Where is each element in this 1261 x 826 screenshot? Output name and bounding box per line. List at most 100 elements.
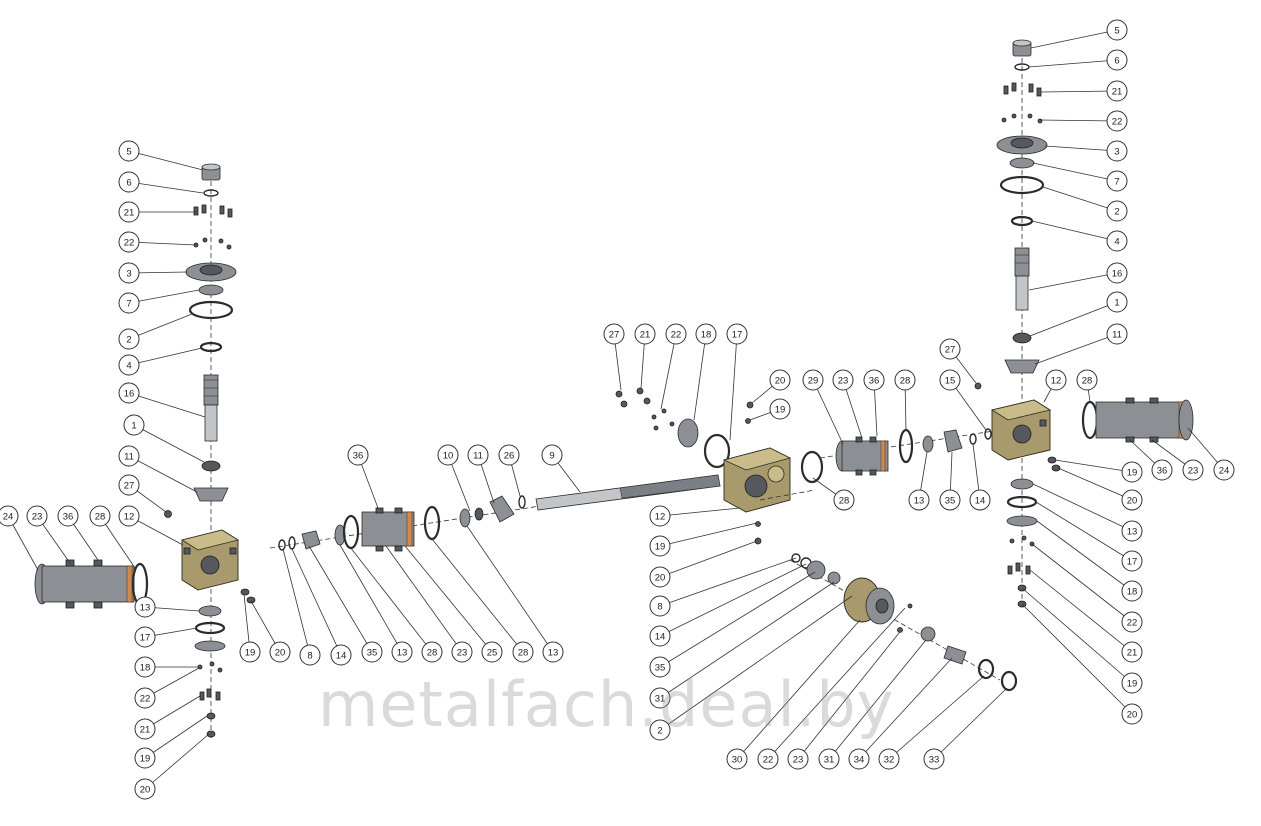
cover-part-c18 [677, 418, 699, 448]
leader-line-r22b [1031, 543, 1133, 623]
leader-line-r20b [1021, 603, 1133, 715]
callout-number: 14 [975, 496, 986, 507]
leader-line-c22b [767, 607, 906, 760]
callout-circle [118, 445, 140, 467]
callout-number: 23 [1188, 466, 1199, 477]
callout-number: 17 [140, 633, 151, 644]
callout-l6: 6 [118, 171, 140, 193]
callout-l22b: 22 [134, 687, 156, 709]
callout-circle [1106, 262, 1128, 284]
leader-line-r4 [1031, 220, 1118, 242]
callout-l4: 4 [118, 354, 140, 376]
callout-number: 23 [793, 755, 804, 766]
callout-l19a: 19 [134, 747, 156, 769]
callout-l13: 13 [134, 596, 156, 618]
callout-number: 8 [657, 602, 662, 613]
callout-number: 17 [732, 330, 743, 341]
callout-circle [1121, 580, 1143, 602]
callout-circle [726, 323, 748, 345]
right-tube-part [1081, 397, 1194, 443]
bevel-gear-part [193, 487, 229, 502]
small-parts-cluster [615, 387, 675, 431]
callout-number: 13 [914, 496, 925, 507]
callout-circle [649, 656, 671, 678]
callout-number: 11 [124, 452, 134, 463]
callout-number: 30 [732, 755, 743, 766]
bearing-part-r13 [1010, 478, 1034, 490]
callout-c31: 31 [649, 687, 671, 709]
gear-part-m35 [943, 429, 963, 453]
callout-circle [923, 748, 945, 770]
nut-part-20b [206, 730, 216, 738]
callout-number: 18 [140, 663, 151, 674]
callout-circle [542, 641, 564, 663]
gear-part-c35 [806, 560, 826, 580]
callout-circle [134, 778, 156, 800]
callout-m27: 27 [939, 338, 961, 360]
callout-circle [1121, 489, 1143, 511]
callout-circle [1121, 461, 1143, 483]
callout-number: 23 [457, 648, 468, 659]
callout-c35: 35 [649, 656, 671, 678]
callout-number: 33 [929, 755, 940, 766]
callout-circle [1121, 520, 1143, 542]
callout-number: 35 [367, 648, 378, 659]
callout-m28b: 28 [833, 489, 855, 511]
leader-line-l19a [144, 715, 208, 759]
callout-number: 35 [655, 663, 666, 674]
callout-circle [134, 596, 156, 618]
callout-r4: 4 [1106, 230, 1128, 252]
callout-number: 23 [838, 376, 849, 387]
callout-number: 27 [945, 345, 956, 356]
callout-circle [118, 262, 140, 284]
callout-r21b: 21 [1121, 641, 1143, 663]
nut-part-c19b [755, 521, 761, 527]
callout-r5: 5 [1106, 19, 1128, 41]
washer-set-part-bottom [197, 661, 223, 673]
callout-number: 22 [124, 238, 135, 249]
callout-circle [467, 444, 489, 466]
callout-circle [665, 323, 687, 345]
leader-line-l20a [144, 733, 210, 790]
callout-c32: 32 [878, 748, 900, 770]
leader-line-r13 [1032, 483, 1133, 532]
leader-line-l2 [128, 313, 193, 340]
callout-circle [118, 505, 140, 527]
callout-number: 10 [443, 451, 454, 462]
ring-part-14 [288, 536, 296, 550]
gearbox-housing-part [180, 529, 240, 591]
leader-line-c34 [858, 657, 953, 760]
cap-part-r5 [1012, 39, 1032, 57]
callout-circle [1106, 80, 1128, 102]
leader-line-c20b [659, 540, 758, 578]
callout-number: 9 [549, 451, 554, 462]
callout-circle [1106, 230, 1128, 252]
callout-b28: 28 [421, 641, 443, 663]
callout-c30: 30 [726, 748, 748, 770]
leader-line-r7 [1032, 162, 1118, 182]
pinion-shaft-part-c34 [943, 645, 967, 665]
callout-circle [1106, 200, 1128, 222]
callout-number: 29 [808, 376, 819, 387]
callout-circle [878, 748, 900, 770]
callout-number: 22 [140, 694, 151, 705]
plug-part-m27 [974, 382, 982, 390]
callout-circle [269, 641, 291, 663]
callout-l24: 24 [0, 505, 19, 527]
callout-b8: 8 [299, 644, 321, 666]
leader-line-c14 [659, 563, 807, 637]
callout-number: 17 [1127, 557, 1138, 568]
callout-number: 18 [1127, 587, 1138, 598]
gasket-part-c28 [800, 450, 824, 484]
callout-circle [939, 489, 961, 511]
callout-c18: 18 [695, 323, 717, 345]
callout-circle [802, 369, 824, 391]
bolt-set-part-r21b [1007, 562, 1031, 575]
callout-m15: 15 [939, 369, 961, 391]
callout-number: 21 [140, 725, 151, 736]
leader-line-c31 [659, 581, 835, 699]
callout-number: 11 [1112, 330, 1122, 341]
callout-number: 24 [3, 512, 14, 523]
callout-circle [1106, 140, 1128, 162]
